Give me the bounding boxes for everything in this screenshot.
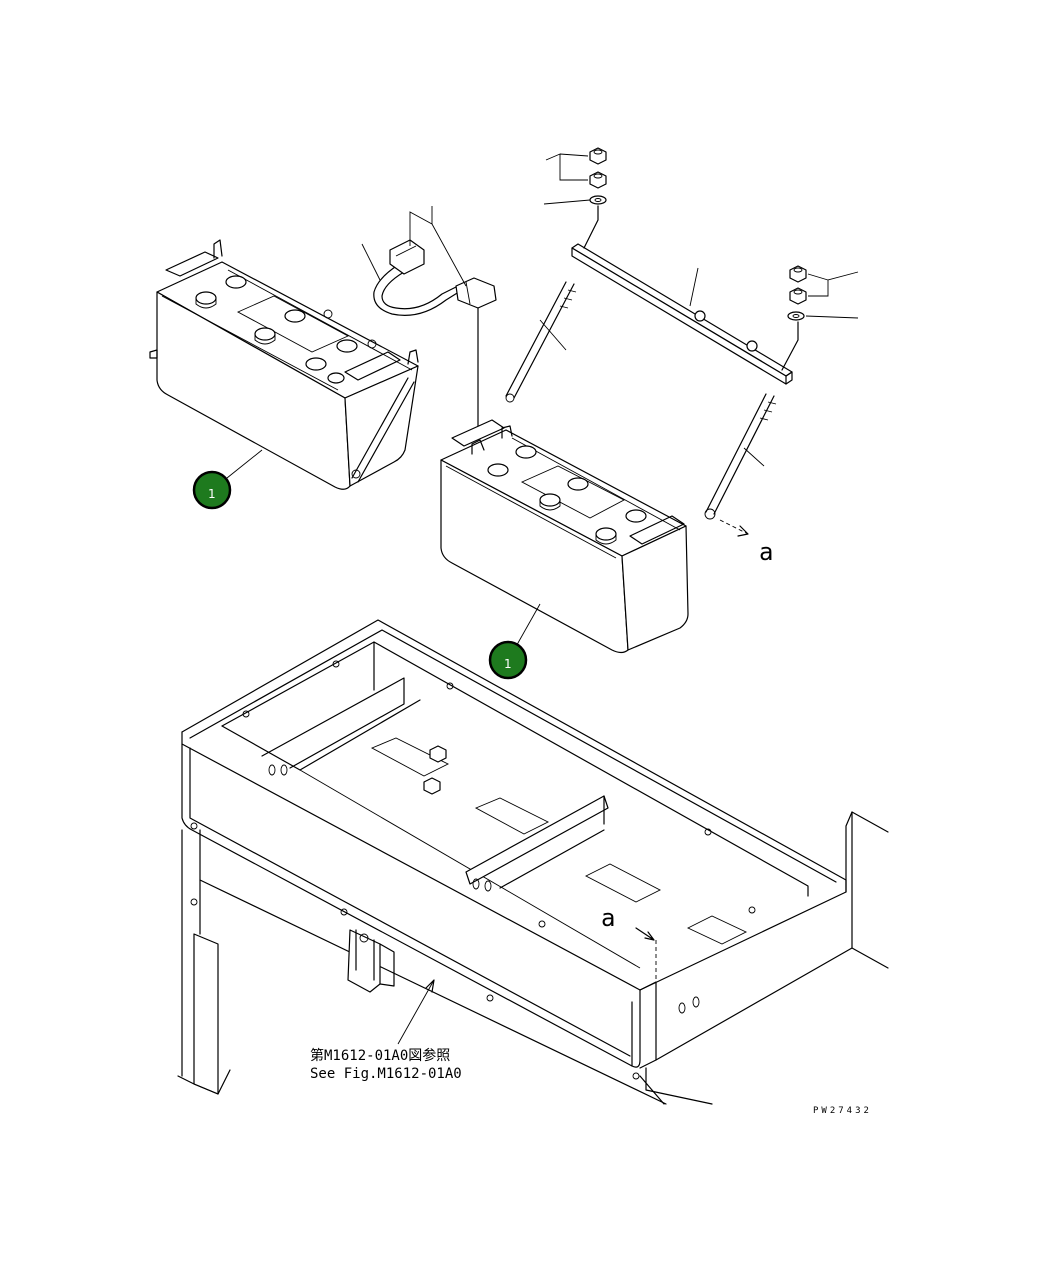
reference-note-japanese: 第M1612-01A0図参照 <box>310 1047 450 1064</box>
right-battery-caps <box>487 445 647 545</box>
view-arrow-a-bottom <box>635 927 657 1000</box>
leader-lines <box>361 206 765 467</box>
drawing-id: PW27432 <box>813 1106 872 1116</box>
right-battery <box>440 419 689 654</box>
callout-2-label: 1 <box>504 657 512 671</box>
callout-1[interactable]: 1 <box>192 470 232 510</box>
view-marker-a-bottom: a <box>601 904 615 932</box>
hold-down-bracket <box>571 243 793 385</box>
nuts-washer-right <box>781 265 859 371</box>
battery-box-frame <box>177 619 889 1105</box>
callout-1-label: 1 <box>208 487 216 501</box>
callout-2[interactable]: 1 <box>488 640 528 680</box>
battery-cable <box>373 239 497 427</box>
left-battery-caps <box>195 275 358 384</box>
view-arrow-a-top <box>719 519 749 537</box>
reference-leader <box>397 979 435 1045</box>
hold-down-rod-left <box>505 281 577 403</box>
callout-leader-1 <box>221 449 263 483</box>
view-marker-a-top: a <box>759 538 773 566</box>
hold-down-rod-right <box>704 393 777 520</box>
nuts-washer-upper <box>543 147 607 249</box>
left-battery <box>149 239 419 490</box>
reference-note-english: See Fig.M1612-01A0 <box>310 1066 462 1082</box>
callout-leader-2 <box>513 603 541 651</box>
